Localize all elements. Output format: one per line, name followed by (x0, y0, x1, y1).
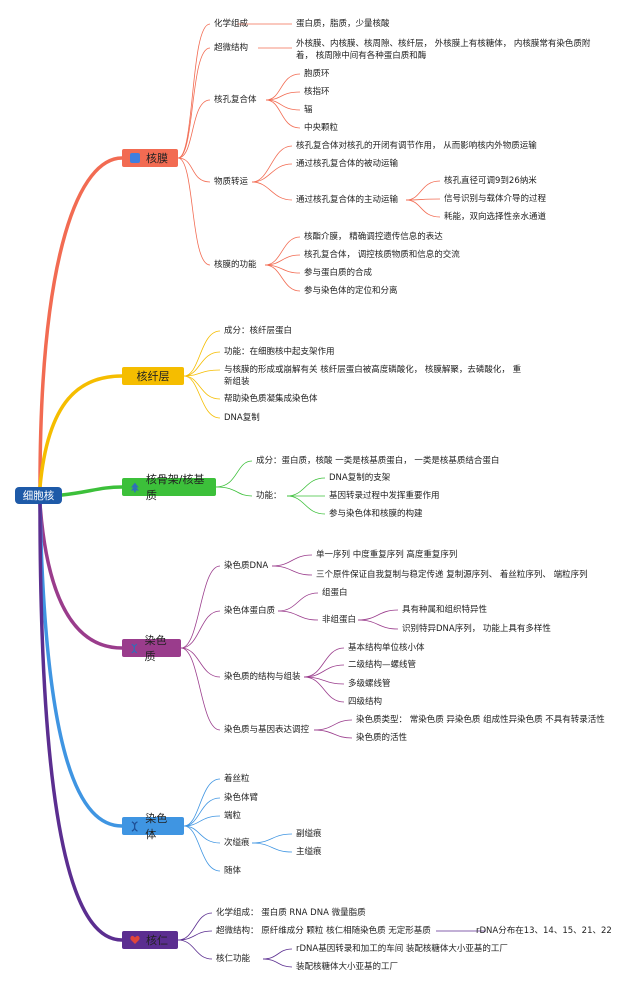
root-node[interactable]: 细胞核 (15, 487, 62, 504)
chromatin-dna-item: 单一序列 中度重复序列 高度重复序列 (316, 550, 458, 560)
dna-icon (131, 820, 138, 832)
node-npc: 核孔复合体 (214, 95, 257, 105)
constriction-item: 副缢痕 (296, 829, 322, 839)
npc-item: 核指环 (304, 87, 330, 97)
structure-item: 基本结构单位核小体 (348, 643, 425, 653)
function-item: 参与染色体的定位和分离 (304, 286, 398, 296)
node-chem: 化学组成 (214, 19, 249, 29)
branch-label: 核骨架/核基质 (145, 473, 205, 502)
branch-curve-chromatin (38, 502, 124, 650)
node-transport: 物质转运 (214, 177, 249, 187)
function-item: 参与蛋白质的合成 (304, 268, 373, 278)
chromatin-dna-item: 三个原件保证自我复制与稳定传递 复制源序列、 着丝粒序列、 端粒序列 (316, 570, 588, 580)
branch-curve-nuclear-matrix (60, 485, 124, 497)
heart-icon (130, 935, 140, 944)
transport-item: 通过核孔复合体的被动运输 (296, 159, 399, 169)
branch-label: 染色质 (144, 634, 167, 663)
node-ultra-value-2: 着， 核周隙中间有各种蛋白质和酶 (296, 51, 427, 61)
npc-item: 辐 (304, 105, 313, 115)
node-nonhistone: 非组蛋白 (322, 615, 357, 625)
branch-nuclear-lamina[interactable]: 核纤层 (122, 367, 184, 385)
node-chromosome-proteins: 染色体蛋白质 (224, 606, 276, 616)
active-transport-item: 信号识别与载体介导的过程 (444, 194, 547, 204)
matrix-function-item: 参与染色体和核膜的构建 (329, 509, 423, 519)
lamina-item: 功能：在细胞核中起支架作用 (224, 347, 335, 357)
node-chromatin-structure: 染色质的结构与组装 (224, 672, 301, 682)
tree-icon (130, 482, 139, 492)
node-chem-value: 蛋白质，脂质，少量核酸 (296, 19, 390, 29)
branch-curve-nucleolus (38, 502, 124, 942)
branch-nuclear-matrix[interactable]: 核骨架/核基质 (122, 473, 216, 502)
branch-chromatin[interactable]: 染色质 (122, 634, 181, 663)
nucleolus-rdna: rDNA分布在13、14、15、21、22 (476, 926, 612, 936)
lamina-item: 成分：核纤层蛋白 (224, 326, 293, 336)
node-envelope-function: 核膜的功能 (214, 260, 257, 270)
function-item: 核酯介膜， 精确调控遗传信息的表达 (304, 232, 443, 242)
transport-item: 通过核孔复合体的主动运输 (296, 195, 399, 205)
node-ultra-value-1: 外核膜、内核膜、核周隙、核纤层， 外核膜上有核糖体， 内核膜常有染色质附 (296, 39, 591, 49)
lamina-item: 帮助染色质凝集成染色体 (224, 394, 318, 404)
lamina-item: 与核膜的形成或崩解有关 核纤层蛋白被高度磷酸化， 核膜解聚，去磷酸化， 重 (224, 365, 522, 375)
branch-curve-nuclear-envelope (38, 156, 124, 489)
chromosome-item: 次缢痕 (224, 838, 250, 848)
blue-square-icon (130, 153, 140, 163)
nucleolus-function-item: 装配核糖体大小亚基的工厂 (296, 962, 399, 972)
active-transport-item: 核孔直径可调9到26纳米 (444, 176, 537, 186)
nucleolus-chem: 化学组成： 蛋白质 RNA DNA 微量脂质 (216, 908, 366, 918)
npc-item: 胞质环 (304, 69, 330, 79)
nucleolus-function-item: rDNA基因转录和加工的车间 装配核糖体大小亚基的工厂 (296, 944, 508, 954)
structure-item: 多级螺线管 (348, 679, 391, 689)
branch-chromosome[interactable]: 染色体 (122, 812, 184, 841)
regulation-item: 染色质的活性 (356, 733, 408, 743)
node-histone: 组蛋白 (322, 588, 348, 598)
function-item: 核孔复合体， 调控核质物质和信息的交流 (304, 250, 460, 260)
node-chromatin-dna: 染色质DNA (224, 561, 269, 571)
chromosome-item: 端粒 (224, 811, 242, 821)
root-label: 细胞核 (22, 490, 55, 502)
branch-label: 核仁 (146, 934, 168, 947)
branch-nuclear-envelope[interactable]: 核膜 (122, 149, 178, 167)
matrix-function-item: 基因转录过程中发挥重要作用 (329, 491, 440, 501)
node-gene-regulation: 染色质与基因表达调控 (224, 725, 310, 735)
branch-label: 染色体 (145, 812, 168, 841)
nonhistone-item: 识别特异DNA序列， 功能上具有多样性 (402, 624, 551, 634)
active-transport-item: 耗能，双向选择性亲水通道 (444, 212, 547, 222)
nucleolus-ultra: 超微结构： 原纤维成分 颗粒 核仁相随染色质 无定形基质 (216, 926, 431, 936)
chromosome-item: 着丝粒 (224, 774, 250, 784)
branch-curve-chromosome (38, 502, 124, 828)
branch-nucleolus[interactable]: 核仁 (122, 931, 178, 949)
matrix-function: 功能： (256, 491, 282, 501)
lamina-item: 新组装 (224, 377, 250, 387)
nonhistone-item: 具有种属和组织特异性 (402, 605, 488, 615)
transport-item: 核孔复合体对核孔的开闭有调节作用， 从而影响核内外物质运输 (296, 141, 537, 151)
constriction-item: 主缢痕 (296, 847, 322, 857)
dna-icon (131, 643, 138, 653)
npc-item: 中央颗粒 (304, 123, 339, 133)
structure-item: 二级结构—螺线管 (348, 660, 417, 670)
chromosome-item: 染色体臂 (224, 793, 259, 803)
regulation-item: 染色质类型： 常染色质 异染色质 组成性异染色质 不具有转录活性 (356, 715, 605, 725)
node-ultra: 超微结构 (214, 43, 249, 53)
matrix-function-item: DNA复制的支架 (329, 473, 391, 483)
structure-item: 四级结构 (348, 697, 383, 707)
branch-label: 核膜 (146, 152, 168, 165)
chromosome-item: 随体 (224, 866, 242, 876)
branch-curve-nuclear-lamina (38, 374, 124, 489)
branch-label: 核纤层 (136, 370, 170, 383)
nucleolus-function: 核仁功能 (216, 954, 251, 964)
lamina-item: DNA复制 (224, 413, 260, 423)
matrix-composition: 成分：蛋白质，核酸 一类是核基质蛋白， 一类是核基质结合蛋白 (256, 456, 500, 466)
